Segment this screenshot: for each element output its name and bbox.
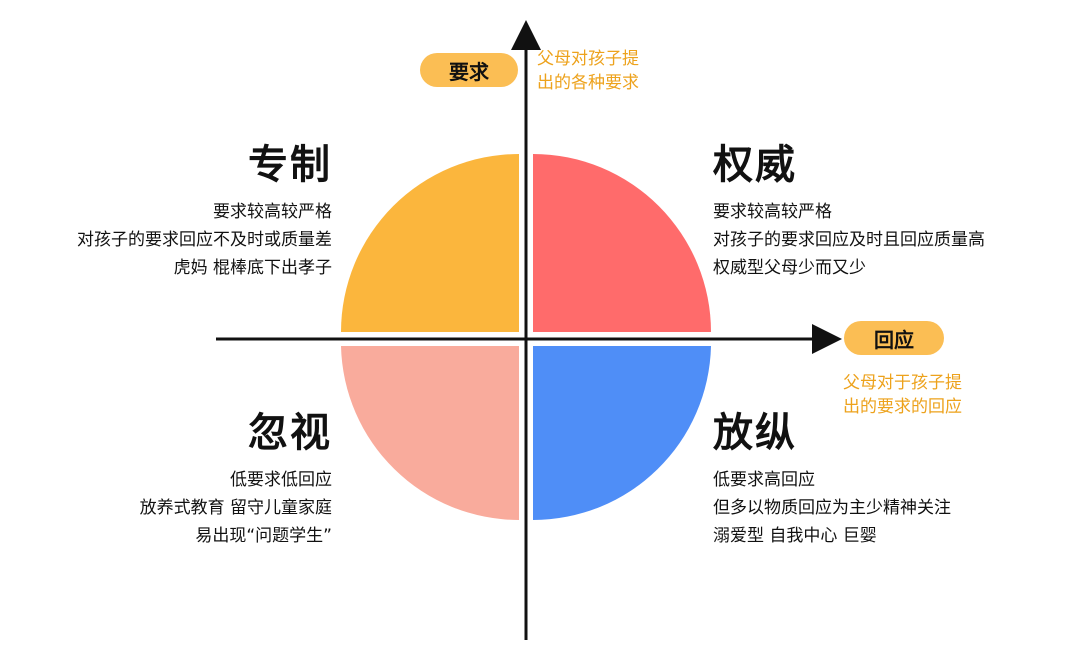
authoritarian-quadrant [341,154,519,332]
authoritative-description: 要求较高较严格 对孩子的要求回应及时且回应质量高 权威型父母少而又少 [713,198,985,282]
demand-axis-note: 父母对孩子提 出的各种要求 [537,47,639,95]
demand-note-line: 父母对孩子提 [537,49,639,69]
authoritarian-title: 专制 [248,142,332,188]
neglectful-title: 忽视 [248,410,332,456]
description-line: 溺爱型 自我中心 巨婴 [713,526,877,546]
response-note-line: 父母对于孩子提 [843,373,962,393]
demand-axis-label: 要求 [420,53,518,87]
response-note-line: 出的要求的回应 [843,397,962,417]
response-axis-note: 父母对于孩子提 出的要求的回应 [843,371,962,419]
permissive-quadrant [533,346,711,520]
permissive-title: 放纵 [713,410,797,456]
authoritative-quadrant [533,154,711,332]
permissive-description: 低要求高回应 但多以物质回应为主少精神关注 溺爱型 自我中心 巨婴 [713,466,951,550]
response-axis-label: 回应 [844,321,944,355]
description-line: 要求较高较严格 [213,202,332,222]
description-line: 但多以物质回应为主少精神关注 [713,498,951,518]
authoritarian-description: 要求较高较严格 对孩子的要求回应不及时或质量差 虎妈 棍棒底下出孝子 [77,198,332,282]
demand-note-line: 出的各种要求 [537,73,639,93]
description-line: 易出现“问题学生” [195,526,332,546]
description-line: 低要求低回应 [230,470,332,490]
description-line: 虎妈 棍棒底下出孝子 [173,258,332,278]
authoritative-title: 权威 [713,142,797,188]
description-line: 要求较高较严格 [713,202,832,222]
description-line: 低要求高回应 [713,470,815,490]
description-line: 对孩子的要求回应不及时或质量差 [77,230,332,250]
neglectful-description: 低要求低回应 放养式教育 留守儿童家庭 易出现“问题学生” [140,466,332,550]
neglectful-quadrant [341,346,519,520]
description-line: 权威型父母少而又少 [713,258,866,278]
description-line: 对孩子的要求回应及时且回应质量高 [713,230,985,250]
description-line: 放养式教育 留守儿童家庭 [139,498,332,518]
